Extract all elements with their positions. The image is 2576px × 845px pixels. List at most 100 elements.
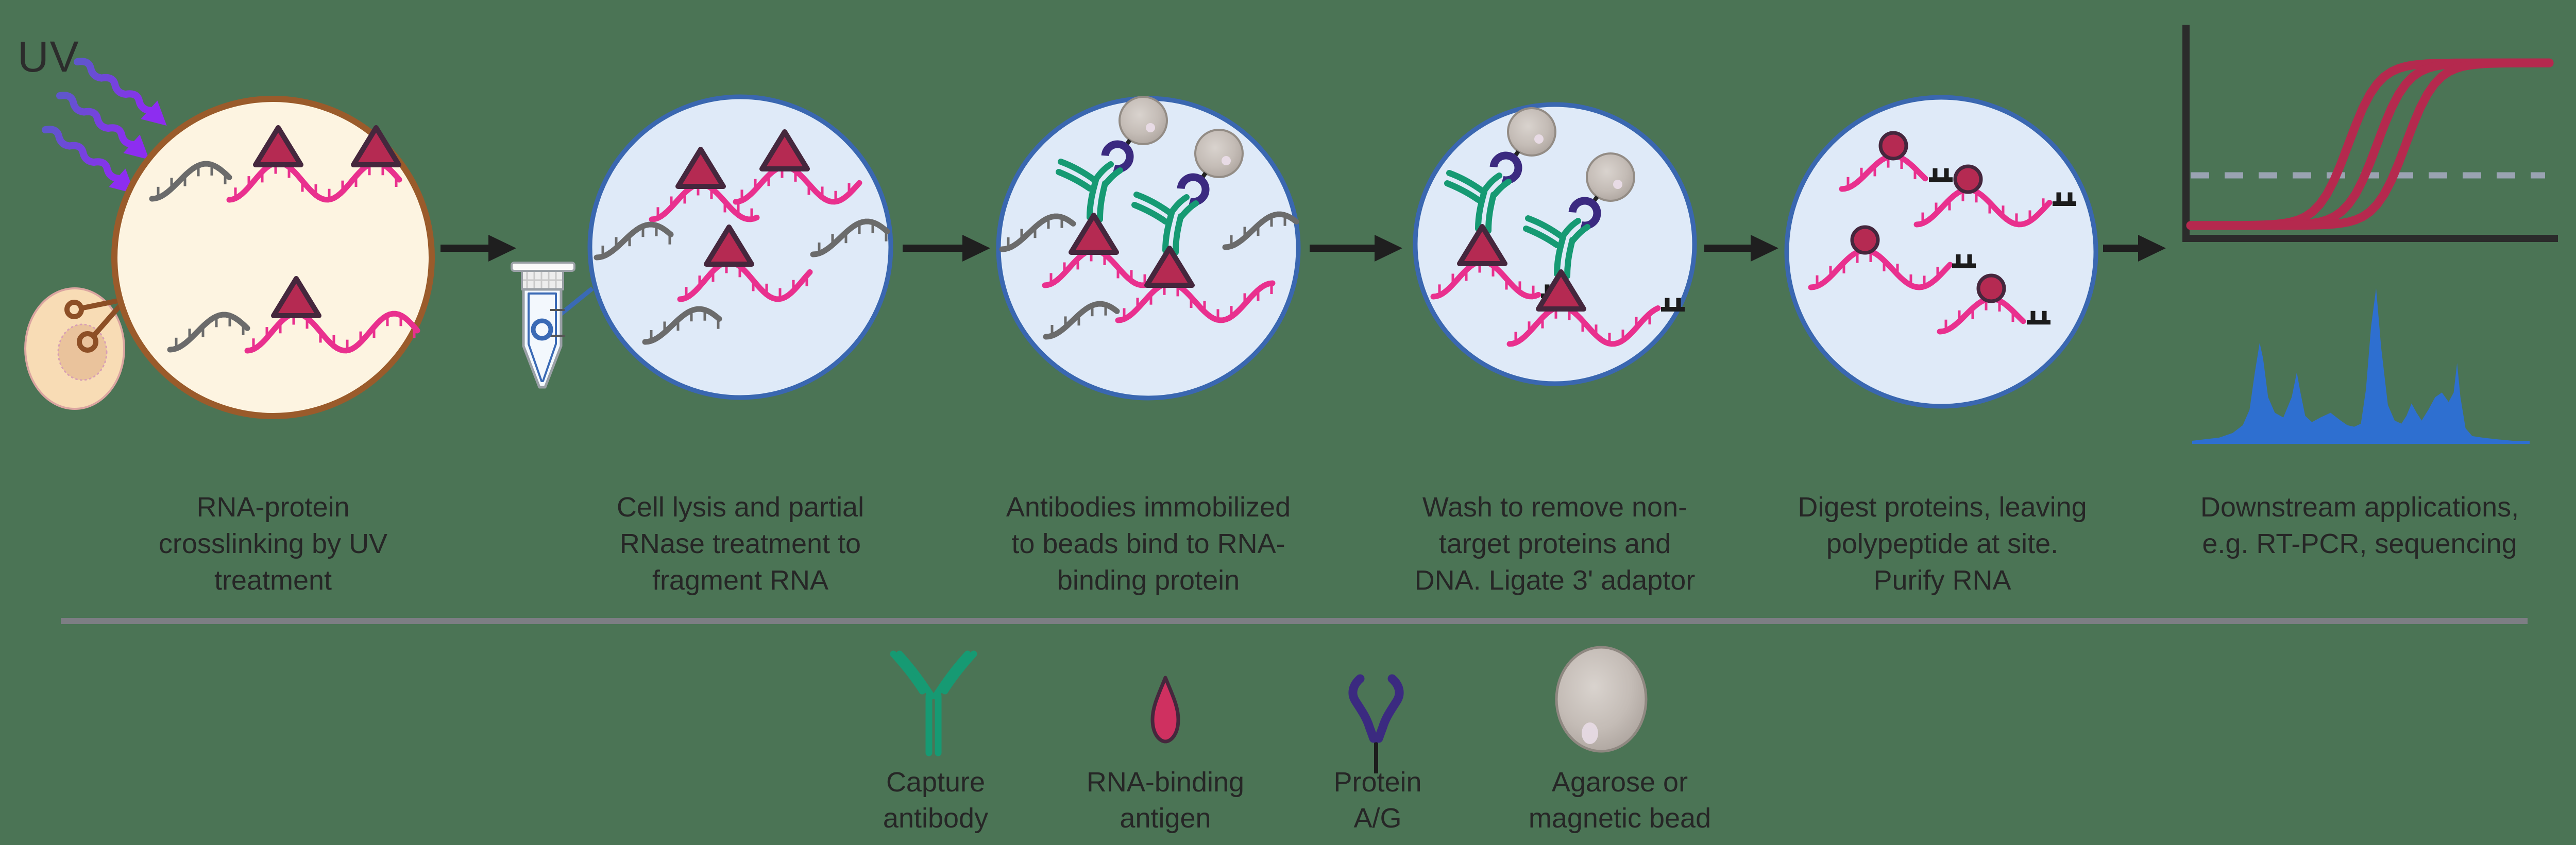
caption-line: polypeptide at site. [1826,528,2059,559]
caption-line: Antibodies immobilized [1006,492,1291,523]
caption-line: crosslinking by UV [158,528,388,559]
step-caption-1: RNA-protein crosslinking by UV treatment [77,489,469,599]
rna-fragment-pink [1808,225,1976,290]
rna-binding-antigen [759,129,810,171]
caption-line: Wash to remove non- [1422,492,1688,523]
protein-ag-icon [1489,151,1522,184]
rna-binding-antigen [271,276,321,318]
antibody-bead-complex [1523,152,1635,312]
step-caption-2: Cell lysis and partial RNase treatment t… [545,489,936,599]
rna-fragment-pink [1115,280,1276,323]
rna-fragment-gray [1043,301,1120,340]
legend-label-rna-binding-antigen: RNA-binding antigen [1086,767,1245,834]
polypeptide-dot [1850,225,1880,255]
caption-line: RNA-protein [196,492,350,523]
caption-line: DNA. Ligate 3' adaptor [1414,565,1696,596]
caption-line: binding protein [1057,565,1240,596]
polypeptide-dot [1953,164,1983,194]
rna-fragment-gray [999,213,1076,252]
protein-ag-icon [1348,674,1404,773]
step-arrow [2103,235,2166,262]
caption-line: e.g. RT-PCR, sequencing [2202,528,2517,559]
rna-binding-antigen [1144,246,1195,288]
adaptor-3prime [1929,168,1953,182]
capture-antibody-icon [1444,170,1512,234]
caption-line: treatment [214,565,332,596]
microcentrifuge-tube-icon [511,262,594,389]
coverage-area [2192,288,2530,444]
capture-antibody-icon [1131,192,1199,255]
legend-label-protein-ag: Protein A/G [1333,767,1422,834]
caption-line: to beads bind to RNA- [1011,528,1285,559]
bead-icon [1507,107,1556,157]
caption-line: RNase treatment to [619,528,861,559]
rna-binding-antigen [351,125,401,167]
cell-icon [24,287,128,410]
rna-fragment-pink [1506,298,1685,347]
rt-pcr-plot [2182,25,2558,242]
stage-circle-digest-purify [1784,95,2098,409]
qpcr-curve [2186,58,2554,230]
uv-label: UV [18,32,80,81]
rna-fragment-pink [244,276,420,354]
step-arrow [1704,235,1778,262]
capture-antibody-icon [1056,159,1123,222]
rna-fragment-gray [149,161,232,202]
rna-binding-antigen [704,225,754,267]
bead-icon [1118,96,1168,145]
adaptor-3prime [1952,254,1976,268]
bead-icon [1555,646,1648,753]
caption-line: fragment RNA [652,565,829,596]
caption-line: Downstream applications, [2200,492,2519,523]
rna-fragment-gray [594,221,674,261]
step-caption-3: Antibodies immobilized to beads bind to … [953,489,1344,599]
legend-label-capture-antibody: Capture antibody [883,767,989,834]
caption-line: Cell lysis and partial [616,492,865,523]
protein-ag-icon [1177,173,1210,206]
rna-fragment-pink [733,129,862,205]
rna-fragment-gray [810,218,890,257]
antibody-bead-complex [1056,96,1168,255]
rna-binding-antigen [1457,224,1507,266]
step-arrow [903,235,990,262]
rna-binding-antigen [1536,269,1586,312]
rna-fragment-gray [1222,211,1299,250]
adaptor-3prime [1661,298,1685,312]
step-caption-4: Wash to remove non- target proteins and … [1359,489,1751,599]
rna-fragment-gray [167,312,250,353]
adaptor-3prime [2027,311,2050,325]
rna-binding-antigen-icon [1150,676,1180,744]
caption-line: target proteins and [1438,528,1671,559]
adaptor-3prime [2053,192,2076,206]
protein-ag-icon [1101,140,1134,173]
bead-icon [1194,129,1244,178]
rna-fragment-pink [1839,131,1953,192]
rna-fragment-pink [1937,273,2050,335]
rna-fragment-pink [649,147,760,222]
step-arrow [1310,235,1402,262]
caption-line: Purify RNA [1873,565,2011,596]
legend-label-bead: Agarose or magnetic bead [1528,767,1711,834]
rna-fragment-pink [226,125,402,203]
protein-ag-icon [1568,197,1601,230]
rna-binding-antigen [1069,213,1119,255]
step-arrow [440,235,516,262]
sequencing-coverage-plot [2192,288,2530,444]
rna-binding-antigen [675,147,726,189]
polypeptide-dot [1878,131,1908,161]
step-caption-6: Downstream applications, e.g. RT-PCR, se… [2164,489,2555,562]
rna-binding-antigen [253,125,303,167]
capture-antibody-icon [1523,215,1590,279]
antibody-bead-complex [1131,129,1244,288]
capture-antibody-icon [890,650,977,756]
rna-fragment-pink [1913,164,2076,228]
step-caption-5: Digest proteins, leaving polypeptide at … [1747,489,2138,599]
rna-fragment-gray [642,306,722,345]
polypeptide-dot [1976,273,2006,303]
bead-icon [1586,152,1635,202]
caption-line: Digest proteins, leaving [1798,492,2087,523]
antibody-bead-complex [1444,107,1556,266]
rna-fragment-pink [677,225,813,302]
